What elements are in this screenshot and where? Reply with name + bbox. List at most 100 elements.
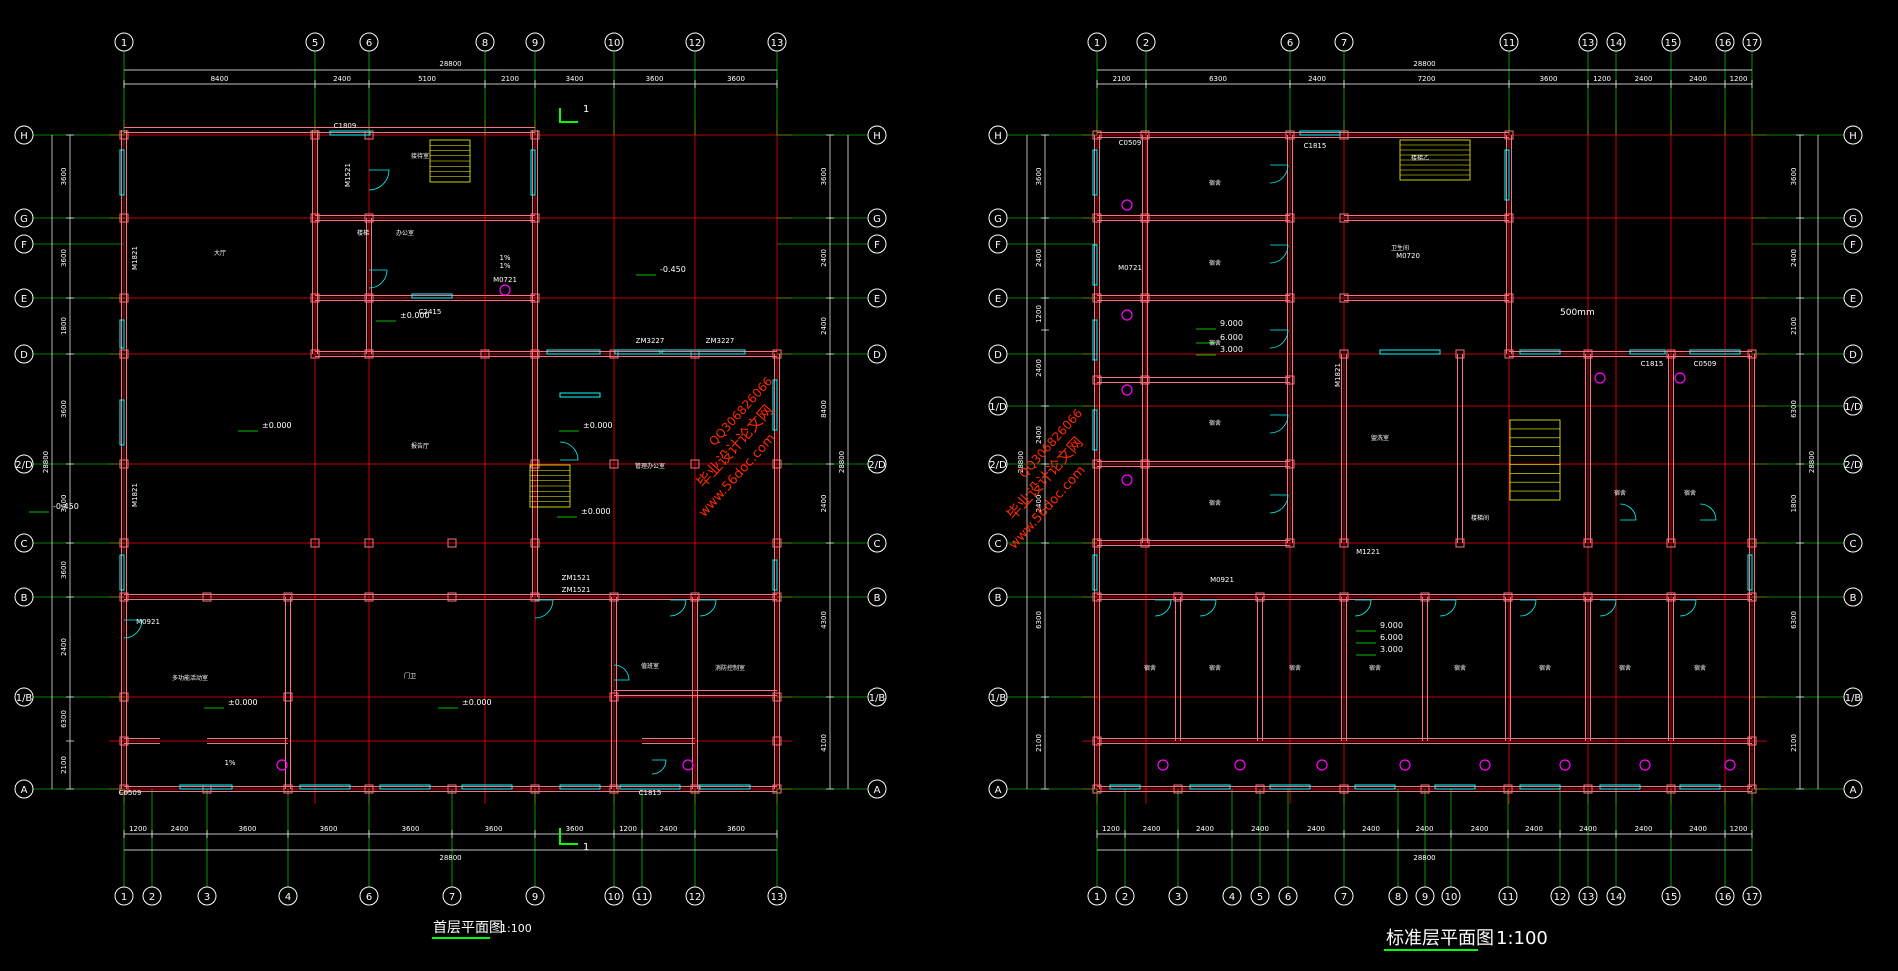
window — [1747, 554, 1753, 591]
column — [1747, 592, 1757, 602]
opening-code: M1221 — [1356, 548, 1380, 556]
axis-right-6-label: C — [874, 539, 881, 550]
axis-right-8-bubble — [867, 687, 887, 707]
window — [119, 149, 125, 196]
opening-code: 1% — [499, 254, 510, 262]
column — [530, 130, 540, 140]
axis-left-8-label: B — [995, 593, 1002, 604]
window — [546, 349, 601, 355]
axis-right-4-label: D — [873, 350, 881, 361]
axis-left-3-bubble — [988, 288, 1008, 308]
axis-left-4-label: D — [994, 350, 1002, 361]
axis-left-6-label: 2/D — [989, 460, 1007, 471]
column — [1747, 538, 1757, 548]
axis-top-5-bubble — [1578, 32, 1598, 52]
dim-top-text: 2100 — [501, 75, 519, 83]
door-swing — [534, 599, 554, 619]
elevation-text: 9.000 — [1220, 319, 1243, 328]
axis-bottom-7-label: 8 — [1395, 892, 1401, 903]
axis-bottom-15-bubble — [1715, 886, 1735, 906]
column — [1504, 349, 1514, 359]
axis-top-9-bubble — [1742, 32, 1762, 52]
column — [772, 459, 782, 469]
dim-bottom-text: 3600 — [485, 825, 503, 833]
door-swing — [1699, 503, 1717, 521]
column — [310, 349, 320, 359]
axis-bottom-3-bubble — [278, 886, 298, 906]
column — [1140, 130, 1150, 140]
axis-right-8-label: 1/B — [869, 693, 886, 704]
dim-left-text: 6300 — [60, 710, 68, 728]
column — [364, 538, 374, 548]
dim-bottom-text: 3600 — [320, 825, 338, 833]
column — [1092, 736, 1102, 746]
axis-right-5-bubble — [867, 454, 887, 474]
room-name: 盥洗室 — [1371, 434, 1389, 442]
axis-left-2-bubble — [988, 234, 1008, 254]
axis-right-4-bubble — [867, 344, 887, 364]
dim-bottom-text: 2400 — [1362, 825, 1380, 833]
axis-bottom-7-bubble — [604, 886, 624, 906]
dim-right-text: 2400 — [820, 249, 828, 267]
room-name: 宿舍 — [1209, 179, 1221, 187]
overall-dim-right-text: 28800 — [1808, 451, 1816, 473]
elevation-text: ±0.000 — [581, 507, 611, 516]
axis-top-1-label: 5 — [312, 38, 318, 49]
column — [1285, 213, 1295, 223]
window — [699, 784, 751, 790]
door-swing — [1269, 244, 1289, 264]
toilet-fixture — [276, 759, 288, 771]
axis-top-3-bubble — [475, 32, 495, 52]
window — [461, 784, 513, 790]
column — [609, 459, 619, 469]
axis-right-7-label: C — [1850, 539, 1857, 550]
axis-bottom-5-label: 6 — [1285, 892, 1291, 903]
axis-top-7-bubble — [767, 32, 787, 52]
axis-right-8-bubble — [1843, 587, 1863, 607]
axis-top-4-bubble — [1499, 32, 1519, 52]
axis-right-3-bubble — [867, 288, 887, 308]
column — [1339, 213, 1349, 223]
door-swing — [1679, 599, 1697, 617]
window — [1269, 784, 1311, 790]
axis-left-1-bubble — [14, 208, 34, 228]
window — [411, 293, 453, 299]
dim-bottom-text: 1200 — [1730, 825, 1748, 833]
opening-code: C0509 — [1119, 139, 1142, 147]
column — [1092, 213, 1102, 223]
opening-code: C1815 — [639, 789, 662, 797]
opening-code: M1521 — [344, 163, 352, 187]
room-name: 宿舍 — [1144, 664, 1156, 672]
dim-right-text: 2100 — [1790, 734, 1798, 752]
column — [119, 213, 129, 223]
room-name: 管理办公室 — [635, 462, 665, 470]
room-name: 宿舍 — [1614, 489, 1626, 497]
door-swing — [368, 169, 390, 191]
axis-right-6-bubble — [1843, 454, 1863, 474]
axis-right-9-label: A — [874, 785, 881, 796]
column — [1285, 538, 1295, 548]
column — [530, 538, 540, 548]
column — [1420, 784, 1430, 794]
axis-right-1-label: G — [873, 214, 881, 225]
column — [1285, 130, 1295, 140]
column — [1173, 784, 1183, 794]
column — [1092, 130, 1102, 140]
toilet-fixture — [1479, 759, 1491, 771]
opening-code: C1815 — [1641, 360, 1664, 368]
column — [609, 592, 619, 602]
axis-bottom-10-bubble — [767, 886, 787, 906]
axis-bottom-1-bubble — [1115, 886, 1135, 906]
ground-floor-scale: 1:100 — [500, 922, 532, 935]
room-name: 宿舍 — [1369, 664, 1381, 672]
axis-left-5-bubble — [14, 454, 34, 474]
column — [1503, 592, 1513, 602]
room-name: 宿舍 — [1619, 664, 1631, 672]
column — [364, 293, 374, 303]
elevation-text: 9.000 — [1380, 621, 1403, 630]
column — [1504, 213, 1514, 223]
axis-bottom-5-bubble — [442, 886, 462, 906]
dim-top-text: 1200 — [1593, 75, 1611, 83]
